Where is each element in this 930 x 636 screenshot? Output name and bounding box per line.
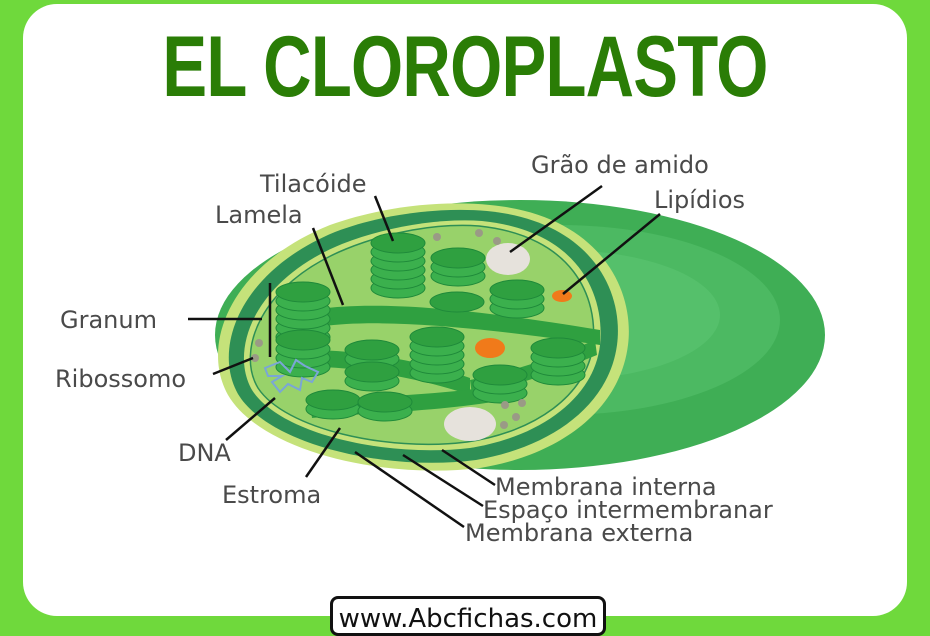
thylakoid-disc xyxy=(409,326,465,348)
granum-stack xyxy=(344,361,400,392)
label-membrana-externa: Membrana externa xyxy=(465,519,693,547)
label-dna: DNA xyxy=(178,439,231,467)
granum-stack xyxy=(275,329,331,378)
lipid-droplet xyxy=(552,290,572,302)
thylakoid-disc xyxy=(357,391,413,413)
label-ribossomo: Ribossomo xyxy=(55,365,186,393)
label-membrana-interna: Membrana interna xyxy=(495,473,717,501)
label-lamela: Lamela xyxy=(215,201,303,229)
thylakoid-disc xyxy=(275,329,331,351)
label-granum: Granum xyxy=(60,306,157,334)
granum-stack xyxy=(472,364,528,404)
thylakoid-disc xyxy=(430,247,486,269)
thylakoid-disc xyxy=(344,339,400,361)
label-lipidios: Lipídios xyxy=(654,186,745,214)
thylakoid-disc xyxy=(305,389,361,411)
granum-stack xyxy=(489,279,545,319)
thylakoid-disc xyxy=(344,361,400,383)
granum-stack xyxy=(430,247,486,287)
page-title: EL CLOROPLASTO xyxy=(162,19,768,115)
granum-stack xyxy=(305,389,361,420)
granum-stack xyxy=(429,291,485,313)
chloroplast-diagram: Tilacóide Lamela Granum Ribossomo DNA Es… xyxy=(55,151,825,547)
ribosomes xyxy=(251,229,526,429)
label-grao-de-amido: Grão de amido xyxy=(531,151,709,179)
granum-stack xyxy=(409,326,465,384)
thylakoid-disc xyxy=(275,281,331,303)
thylakoid-disc xyxy=(429,291,485,313)
thylakoid-disc xyxy=(530,337,586,359)
label-estroma: Estroma xyxy=(222,481,321,509)
starch-grain xyxy=(444,407,496,441)
granum-stack xyxy=(370,232,426,299)
website-badge: www.Abcfichas.com xyxy=(330,596,606,636)
thylakoid-disc xyxy=(370,232,426,254)
granum-stacks xyxy=(275,232,586,422)
label-tilacoide: Tilacóide xyxy=(259,170,367,198)
granum-stack xyxy=(357,391,413,422)
granum-stack xyxy=(530,337,586,386)
thylakoid-disc xyxy=(489,279,545,301)
starch-grain xyxy=(486,243,530,275)
lipid-droplet xyxy=(475,338,505,358)
thylakoid-disc xyxy=(472,364,528,386)
label-espaco-intermembranar: Espaço intermembranar xyxy=(483,496,773,524)
leader-lines xyxy=(188,184,661,529)
dna-strand xyxy=(263,358,320,394)
